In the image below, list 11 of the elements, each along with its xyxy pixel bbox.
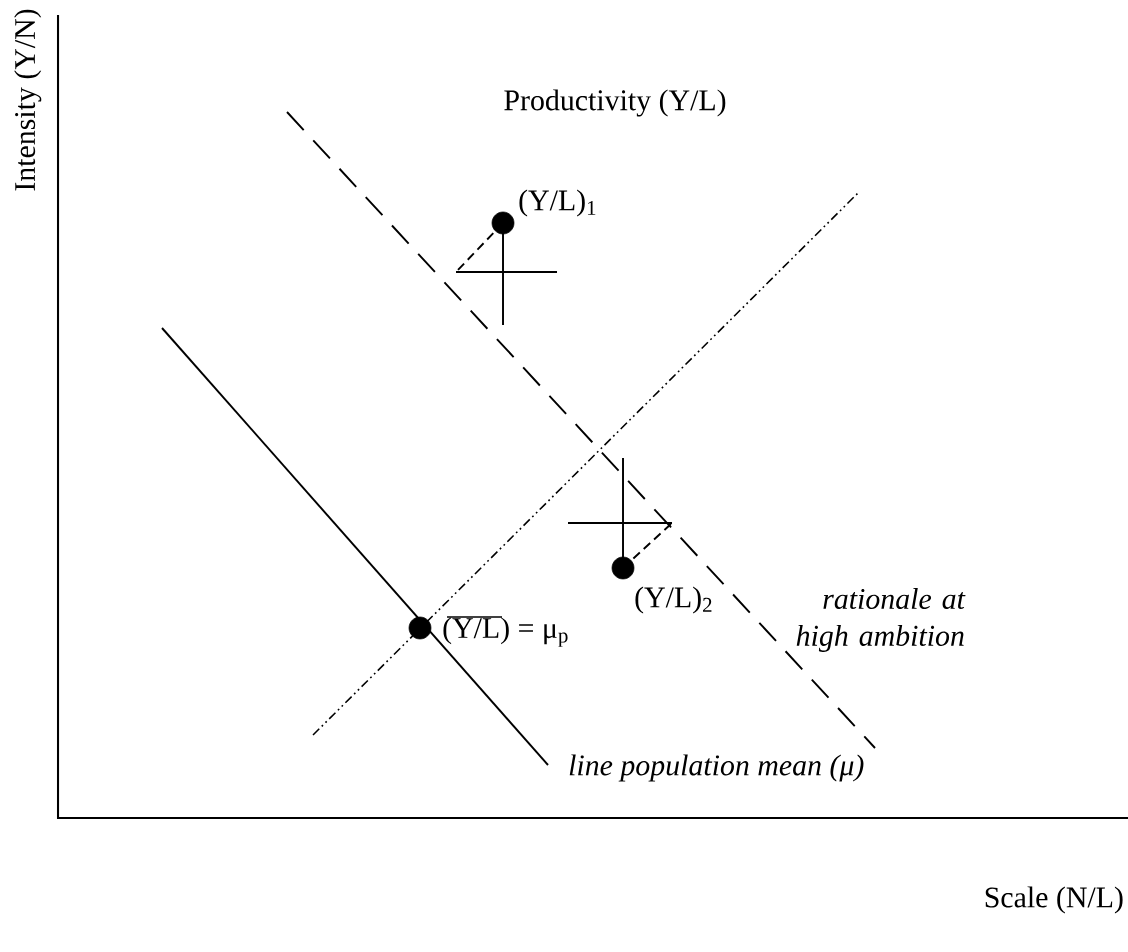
axis-label: Scale (N/L) <box>985 886 1123 914</box>
graph-title: Productivity (Y/L) <box>504 89 726 117</box>
line-label: rationale at high ambition <box>796 588 966 652</box>
point-label: (Y/L)$_{2}$ <box>635 586 712 614</box>
point-label: (Y/L)$_{1}$ <box>519 189 596 217</box>
data-point <box>491 211 515 235</box>
data-point <box>611 556 635 580</box>
line-label: line population mean (μ) <box>569 754 864 782</box>
point-label: (Y/L) = μ$_{p}$ <box>443 617 568 647</box>
data-point <box>408 616 432 640</box>
axis-label: Intensity (Y/N) <box>14 9 42 191</box>
